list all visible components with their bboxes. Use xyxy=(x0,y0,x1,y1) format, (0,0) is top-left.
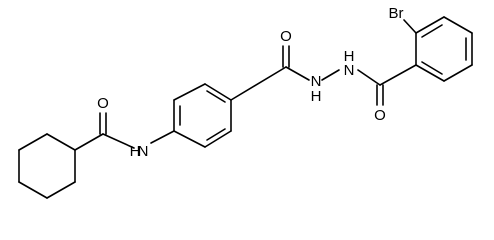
aromatic-inner-bond xyxy=(421,61,443,75)
bond xyxy=(443,16,473,34)
bond xyxy=(173,130,206,148)
benzene-ring-para xyxy=(173,83,232,148)
bond xyxy=(204,130,232,148)
bond xyxy=(204,83,232,101)
molecule-drawing: O N H O N H N H O Br xyxy=(18,5,473,199)
bromophenyl-ring xyxy=(403,16,473,82)
aromatic-inner-bond xyxy=(206,128,226,141)
bromine-label: Br xyxy=(389,5,404,22)
hydrogen-label: H xyxy=(311,88,322,105)
bond xyxy=(415,16,445,34)
bond xyxy=(46,181,76,199)
hydrogen-label: H xyxy=(130,143,141,160)
bond xyxy=(173,83,206,101)
bond xyxy=(285,66,310,81)
aromatic-inner-bond xyxy=(421,24,443,38)
bond xyxy=(18,133,48,151)
oxygen-label: O xyxy=(280,28,292,45)
bond xyxy=(415,64,445,82)
hydrogen-label: H xyxy=(344,48,355,65)
bond xyxy=(379,64,417,86)
aromatic-inner-bond xyxy=(206,90,226,103)
cyclohexane-ring xyxy=(18,133,76,199)
hydrazide-linker xyxy=(230,45,381,101)
bond xyxy=(357,69,381,86)
oxygen-label: O xyxy=(374,107,386,124)
nitrogen-label: N xyxy=(138,143,149,160)
nitrogen-label: N xyxy=(344,62,355,79)
oxygen-label: O xyxy=(97,95,109,112)
bromobenzoyl-carbonyl xyxy=(376,64,417,106)
nitrogen-label: N xyxy=(311,73,322,90)
structure-diagram: O N H O N H N H O Br xyxy=(18,5,473,199)
atom-labels: O N H O N H N H O Br xyxy=(97,5,403,160)
cyclohexanecarboxamide-group xyxy=(74,112,175,151)
bond xyxy=(150,130,175,144)
bond xyxy=(443,64,473,82)
bond xyxy=(321,69,340,81)
bond xyxy=(18,181,48,199)
bond xyxy=(102,133,135,149)
bond xyxy=(403,19,417,34)
bond xyxy=(74,133,104,151)
bond xyxy=(46,133,76,151)
bond xyxy=(230,66,287,101)
